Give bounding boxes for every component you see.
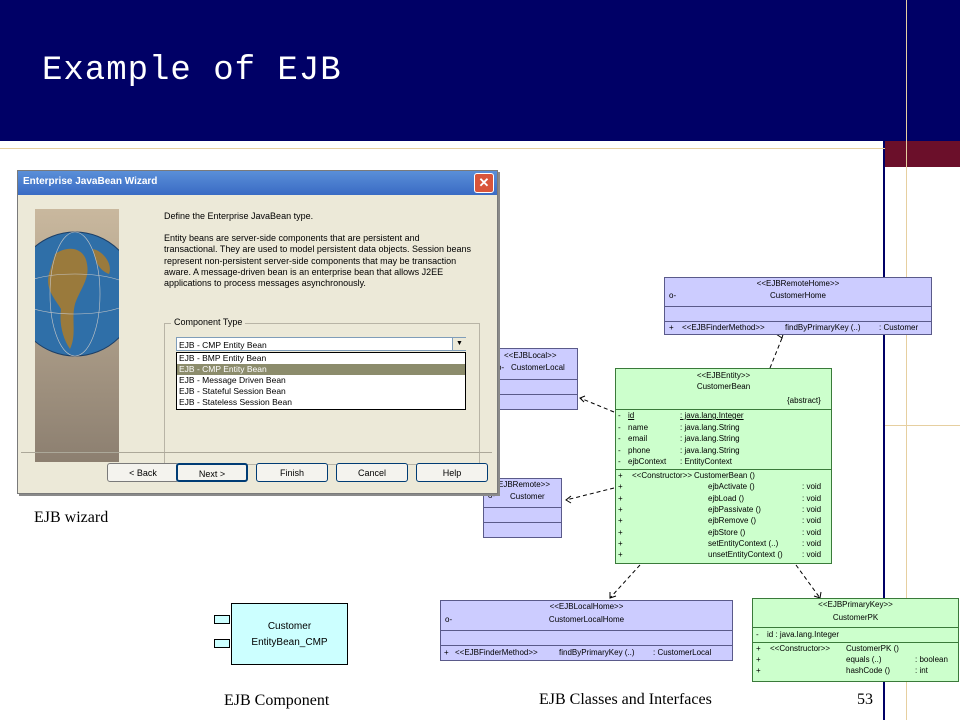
uml-operation-return: : int [915, 666, 928, 676]
component-type-dropdown: EJB - BMP Entity Bean EJB - CMP Entity B… [176, 352, 466, 410]
uml-visibility: + [618, 539, 623, 549]
dependency-line [580, 398, 614, 412]
dependency-line [770, 338, 782, 368]
dropdown-option-selected[interactable]: EJB - CMP Entity Bean [177, 364, 465, 375]
back-button[interactable]: < Back [107, 463, 179, 482]
uml-visibility: + [618, 550, 623, 560]
uml-visibility: + [618, 482, 623, 492]
uml-operation-return: : void [802, 550, 821, 560]
uml-operation-name: unsetEntityContext () [708, 550, 783, 560]
globe-icon [35, 209, 119, 462]
page-number: 53 [857, 691, 873, 709]
uml-operation-return: : void [802, 516, 821, 526]
next-button[interactable]: Next > [176, 463, 248, 482]
wizard-titlebar[interactable]: Enterprise JavaBean Wizard ✕ [18, 171, 497, 195]
uml-operation-name: CustomerBean () [694, 471, 755, 481]
uml-operation-name: CustomerPK () [846, 644, 899, 654]
uml-attribute-type: : java.lang.String [680, 423, 740, 433]
uml-visibility: + [618, 494, 623, 504]
uml-operation-return: : void [802, 528, 821, 538]
uml-visibility: - [618, 457, 621, 467]
uml-class-name: CustomerPK [753, 613, 958, 623]
uml-operation-name: ejbLoad () [708, 494, 744, 504]
uml-class-name: CustomerHome [665, 291, 931, 301]
uml-operation-name: setEntityContext (..) [708, 539, 778, 549]
uml-operation-return: : boolean [915, 655, 948, 665]
cancel-button[interactable]: Cancel [336, 463, 408, 482]
uml-visibility: - [618, 411, 621, 421]
uml-attribute-name: name [628, 423, 648, 433]
dropdown-option[interactable]: EJB - BMP Entity Bean [177, 353, 465, 364]
wizard-description: Entity beans are server-side components … [164, 233, 474, 289]
dependency-line [796, 565, 820, 598]
uml-visibility: + [618, 505, 623, 515]
component-tab [214, 639, 230, 648]
caption-wizard: EJB wizard [34, 509, 108, 527]
uml-class-customer-pk: <<EJBPrimaryKey>> CustomerPK - id : java… [752, 598, 959, 682]
uml-class-customer-local-home: <<EJBLocalHome>> o- CustomerLocalHome + … [440, 600, 733, 661]
dropdown-option[interactable]: EJB - Stateful Session Bean [177, 386, 465, 397]
chevron-down-icon[interactable]: ▼ [452, 338, 466, 350]
uml-attribute-name: ejbContext [628, 457, 666, 467]
arrow-head [566, 496, 571, 503]
uml-operation-return: : void [802, 494, 821, 504]
dropdown-option[interactable]: EJB - Stateless Session Bean [177, 397, 465, 408]
dependency-line [566, 488, 614, 500]
uml-operation-name: ejbStore () [708, 528, 745, 538]
interface-icon: o- [497, 363, 504, 373]
uml-attribute-name: phone [628, 446, 650, 456]
finish-button[interactable]: Finish [256, 463, 328, 482]
uml-visibility: + [756, 666, 761, 676]
close-icon[interactable]: ✕ [474, 173, 494, 193]
caption-classes: EJB Classes and Interfaces [539, 691, 712, 709]
dependency-line [610, 565, 640, 598]
uml-visibility: + [618, 516, 623, 526]
uml-stereotype: <<EJBRemoteHome>> [665, 279, 931, 289]
help-button[interactable]: Help [416, 463, 488, 482]
uml-class-name: CustomerLocalHome [441, 615, 732, 625]
uml-attribute-type: : java.lang.Integer [680, 411, 744, 421]
uml-operation-return: : void [802, 539, 821, 549]
globe-image [35, 209, 119, 462]
uml-attribute-type: : EntityContext [680, 457, 732, 467]
divider [21, 452, 492, 453]
arrow-head [580, 396, 585, 402]
uml-visibility: - [618, 423, 621, 433]
uml-visibility: + [618, 528, 623, 538]
uml-visibility: - [618, 434, 621, 444]
uml-attribute-name: id [628, 411, 634, 421]
uml-operation-name: ejbPassivate () [708, 505, 761, 515]
wizard-title: Enterprise JavaBean Wizard [23, 176, 157, 187]
component-tab [214, 615, 230, 624]
wizard-dialog: Enterprise JavaBean Wizard ✕ Define the … [17, 170, 498, 494]
uml-visibility: + [756, 655, 761, 665]
uml-visibility: - [618, 446, 621, 456]
uml-attribute-name: email [628, 434, 647, 444]
uml-visibility: + [618, 471, 623, 481]
uml-operation-name: equals (..) [846, 655, 882, 665]
caption-component: EJB Component [224, 692, 329, 710]
uml-class-name: CustomerBean [616, 382, 831, 392]
uml-operation-return: : void [802, 505, 821, 515]
uml-visibility: + [756, 644, 761, 654]
uml-operation-return: : void [802, 482, 821, 492]
uml-operation-name: hashCode () [846, 666, 890, 676]
uml-operation-name: ejbActivate () [708, 482, 755, 492]
wizard-heading: Define the Enterprise JavaBean type. [164, 211, 484, 222]
uml-attribute-type: : java.lang.String [680, 434, 740, 444]
uml-attribute-type: : java.lang.String [680, 446, 740, 456]
component-type-label: Component Type [171, 317, 245, 327]
uml-class-customer-home: <<EJBRemoteHome>> o- CustomerHome + <<EJ… [664, 277, 932, 335]
uml-component: Customer EntityBean_CMP [231, 603, 348, 665]
uml-class-customer-bean: <<EJBEntity>> CustomerBean {abstract} <<… [615, 368, 832, 564]
component-type-select[interactable]: EJB - CMP Entity Bean [176, 337, 466, 351]
uml-operation-name: ejbRemove () [708, 516, 756, 526]
dropdown-option[interactable]: EJB - Message Driven Bean [177, 375, 465, 386]
